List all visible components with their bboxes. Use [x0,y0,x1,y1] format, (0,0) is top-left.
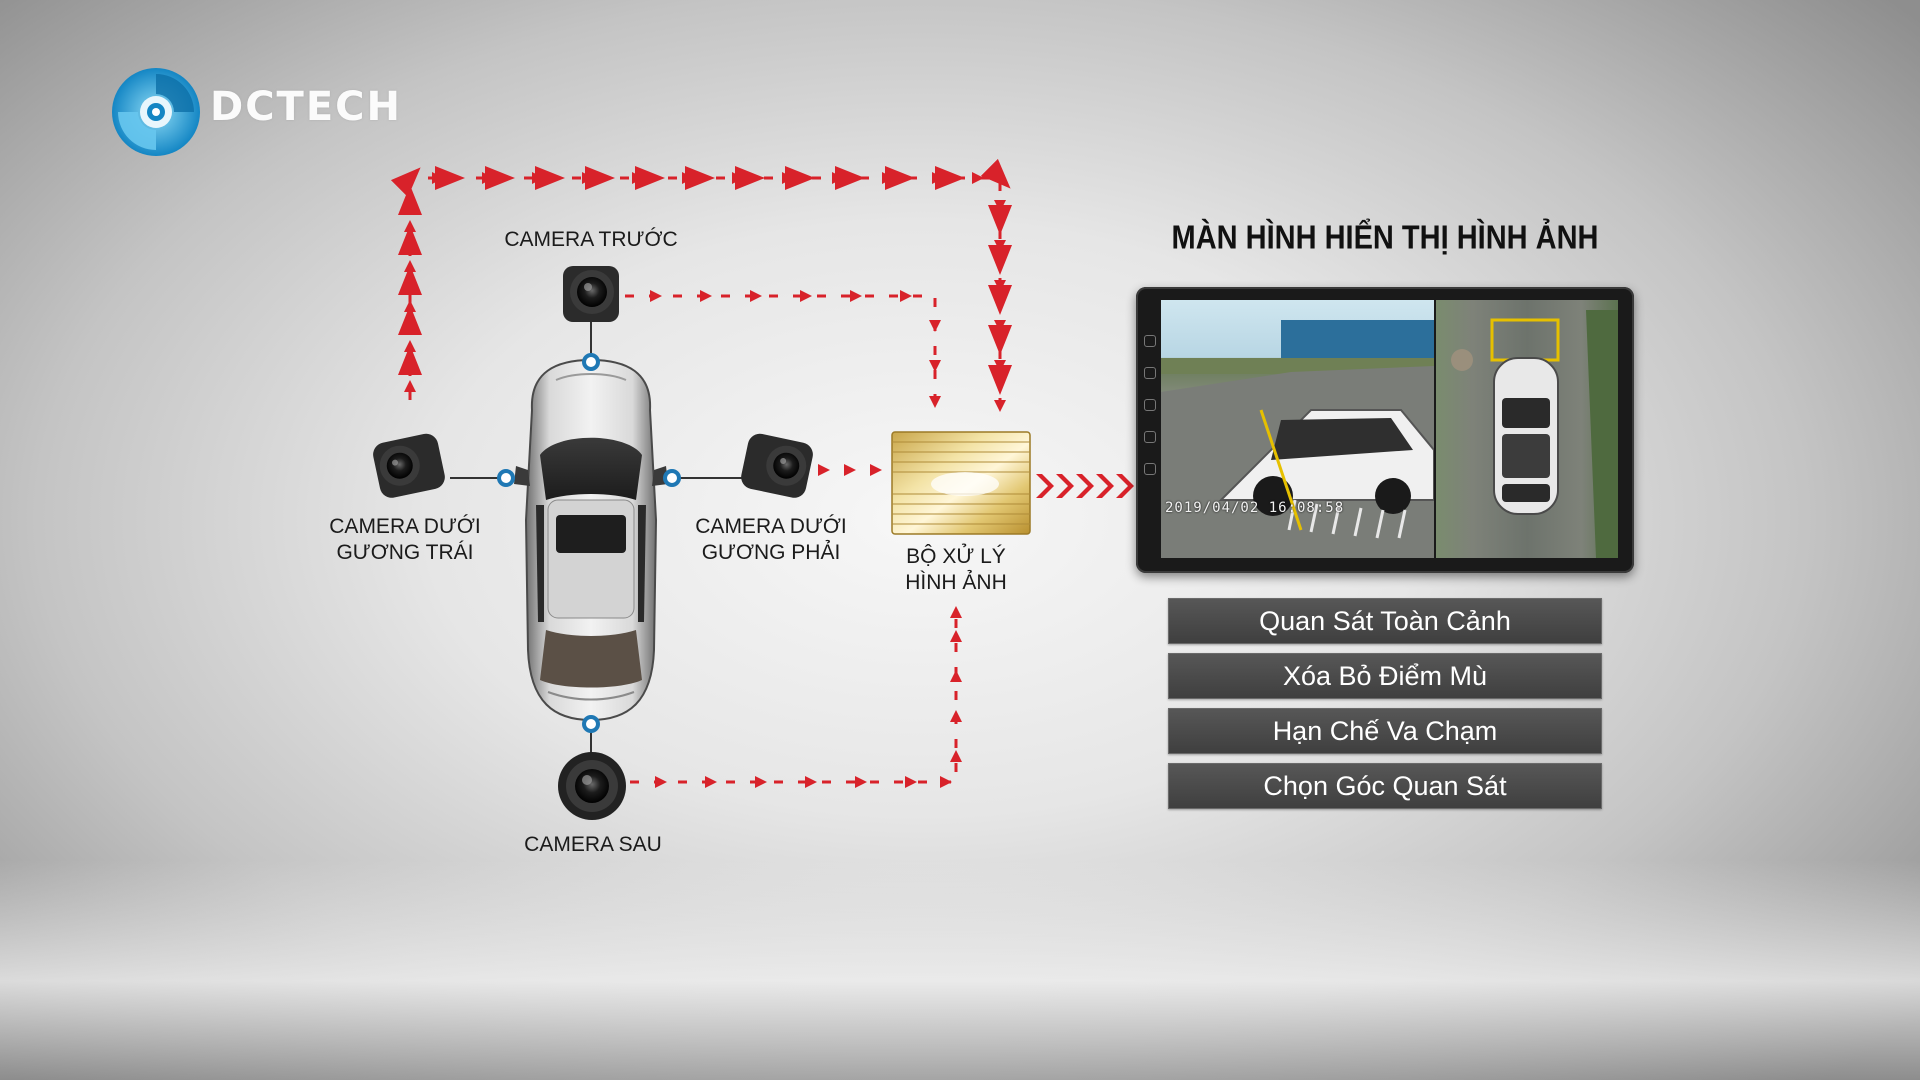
arrow-heads [404,172,1006,412]
head-unit-monitor: 2019/04/02 16:08:58 [1136,287,1634,573]
label-camera-front: CAMERA TRƯỚC [504,228,678,251]
arrow-rear-camera-to-processor [630,608,958,784]
back-icon [1144,399,1156,411]
arrow-right-camera-to-processor [818,464,882,476]
label-camera-rear: CAMERA SAU [524,833,662,856]
display-title: MÀN HÌNH HIỂN THỊ HÌNH ẢNH [1171,219,1599,257]
camera-view-birdseye-scene [1451,310,1618,558]
camera-view-3d: 2019/04/02 16:08:58 [1161,300,1434,558]
feature-panoramic-view: Quan Sát Toàn Cảnh [1168,598,1602,644]
connector-dots [497,353,681,733]
camera-view-birdseye [1436,300,1618,558]
volume-up-icon [1144,431,1156,443]
feature-blind-spot: Xóa Bỏ Điểm Mù [1168,653,1602,699]
feature-view-angle: Chọn Góc Quan Sát [1168,763,1602,809]
camera-left-icon [373,433,445,498]
camera-rear-icon [558,752,626,820]
feature-collision-limit: Hạn Chế Va Chạm [1168,708,1602,754]
arrow-front-camera-to-processor [625,294,937,408]
processor-box-icon [891,431,1031,535]
dctech-logo-icon [112,68,200,156]
background-fade [0,860,1920,1080]
camera-front-icon [563,266,619,322]
camera-timestamp: 2019/04/02 16:08:58 [1165,500,1345,516]
arrow-processor-to-display [1036,474,1134,498]
arrow-left-camera-to-processor [390,158,1012,410]
label-processor: BỘ XỬ LÝ HÌNH ẢNH [905,545,1007,594]
car-top-view-icon [514,358,668,722]
signal-arrow-loop [390,158,1012,410]
label-camera-right: CAMERA DƯỚI GƯƠNG PHẢI [695,515,847,564]
brand-name: DCTECH [210,84,402,130]
home-icon [1144,367,1156,379]
camera-view-3d-scene [1161,320,1434,558]
power-icon [1144,335,1156,347]
volume-down-icon [1144,463,1156,475]
camera-right-icon [741,433,813,498]
label-camera-left: CAMERA DƯỚI GƯƠNG TRÁI [329,515,481,564]
